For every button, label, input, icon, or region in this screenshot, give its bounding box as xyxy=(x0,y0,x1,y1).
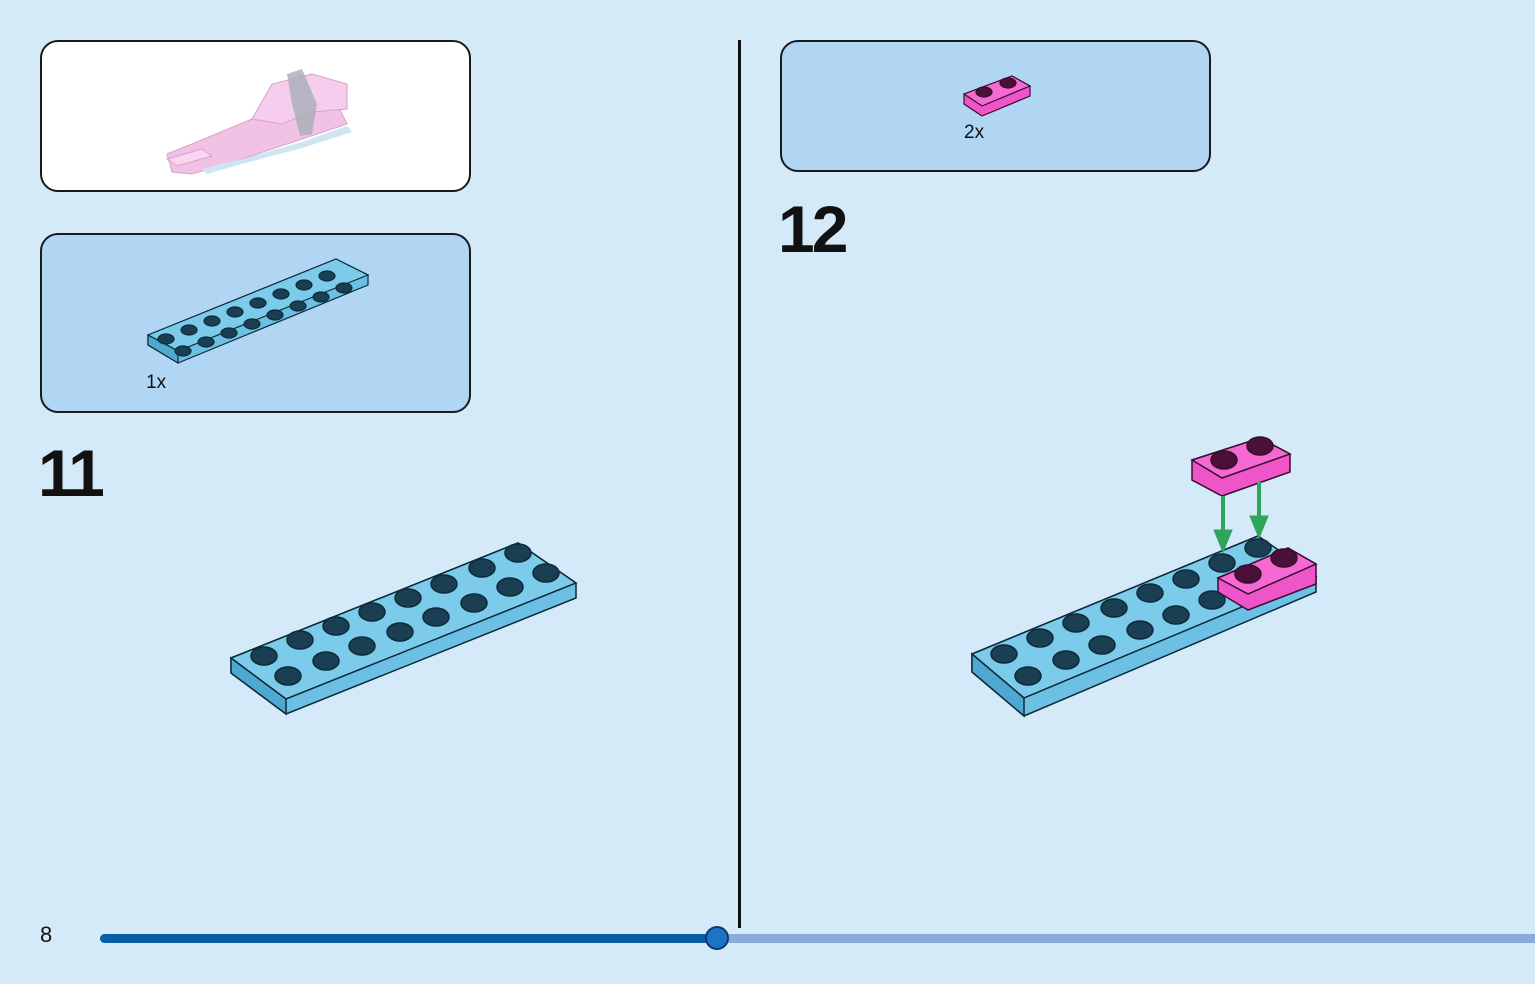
parts-callout-step-12: 2x xyxy=(780,40,1211,172)
blue-plate-2x8-icon xyxy=(146,258,370,365)
progress-track xyxy=(100,934,1535,943)
parts-callout-step-11: 1x xyxy=(40,233,471,413)
part-quantity: 2x xyxy=(964,122,985,143)
progress-fill xyxy=(100,934,717,943)
progress-knob[interactable] xyxy=(705,926,729,950)
step-12-assembly-icon xyxy=(970,436,1318,718)
preview-panel xyxy=(40,40,471,192)
step-number-11: 11 xyxy=(38,436,105,510)
pink-vehicle-preview-icon xyxy=(165,69,352,175)
pink-plate-1x2-icon xyxy=(962,75,1032,117)
page-number: 8 xyxy=(40,922,53,947)
down-arrow-icon xyxy=(1213,482,1269,554)
part-quantity: 1x xyxy=(146,372,167,393)
step-11-assembly-icon xyxy=(229,542,578,716)
page-divider xyxy=(738,40,741,928)
step-number-12: 12 xyxy=(778,192,848,266)
